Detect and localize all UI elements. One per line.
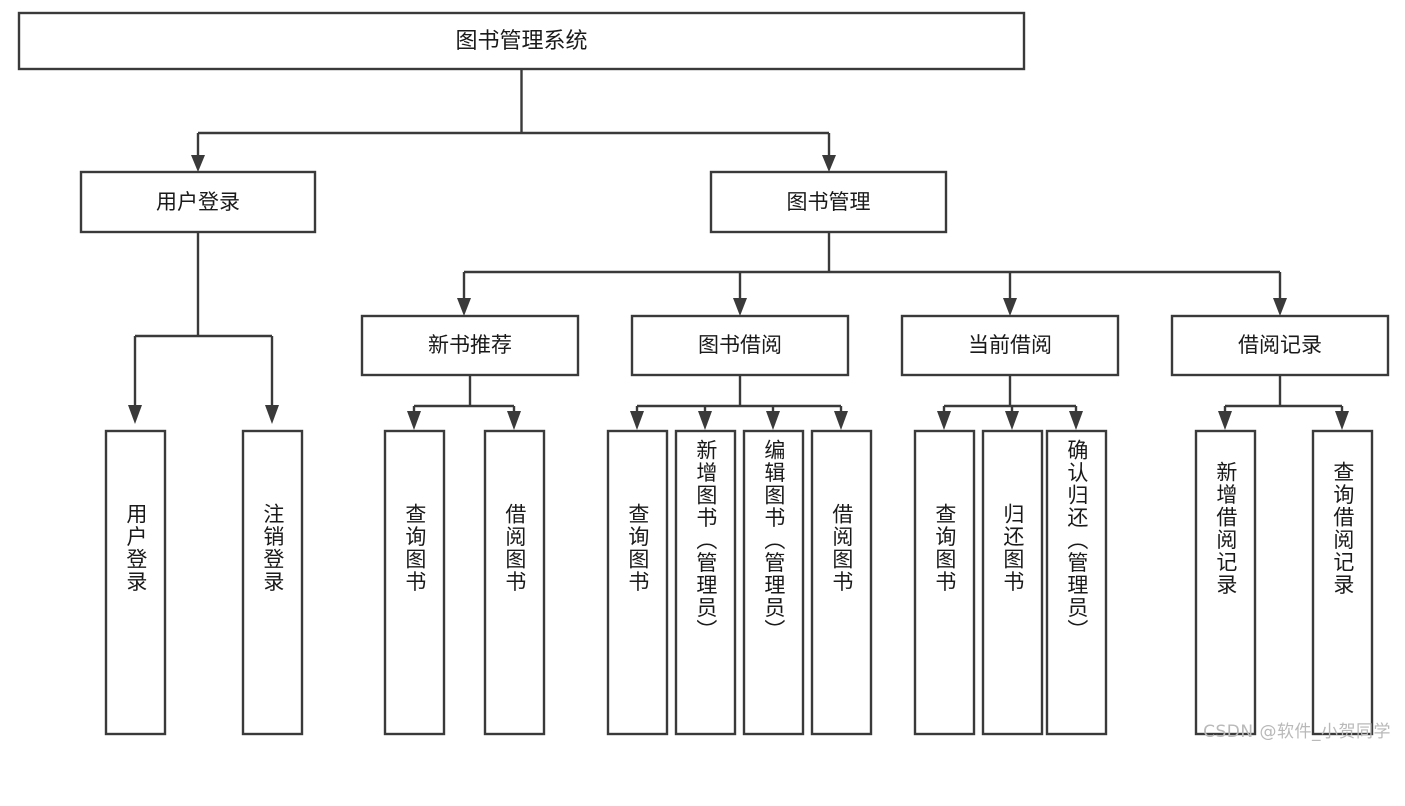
leaf-query-record-box[interactable] (1311, 429, 1374, 736)
arrow-head-book-manage (822, 155, 836, 172)
node-borrow-record-label: 借阅记录 (1238, 333, 1322, 357)
connector-group-book-borrow-to-leaves (630, 375, 848, 430)
node-new-book-recommend-box[interactable] (360, 314, 580, 377)
node-current-borrow-box[interactable] (900, 314, 1120, 377)
leaf-query-book-3-box[interactable] (913, 429, 976, 736)
node-new-book-recommend[interactable]: 新书推荐 (360, 314, 580, 377)
leaf-query-book-1-box[interactable] (383, 429, 446, 736)
node-book-manage-box[interactable] (709, 170, 948, 234)
node-user-login-box[interactable] (79, 170, 317, 234)
leaf-borrow-book-2-box[interactable] (810, 429, 873, 736)
leaf-borrow-book-1-box[interactable] (483, 429, 546, 736)
tree-diagram-canvas: 图书管理系统 用户登录 图书管理 新书推荐 图书借阅 当前借阅 借阅记录 (17, 11, 1390, 736)
node-borrow-record-box[interactable] (1170, 314, 1390, 377)
leaf-query-book-2-box[interactable] (606, 429, 669, 736)
connector-group-current-borrow-to-leaves (937, 375, 1083, 430)
leaf-boxes (104, 429, 1374, 736)
arrow-head-add-record (1218, 411, 1232, 430)
node-book-manage-label: 图书管理 (787, 190, 871, 214)
arrow-head-query-book-1 (407, 411, 421, 430)
node-root-label: 图书管理系统 (455, 29, 587, 54)
node-current-borrow[interactable]: 当前借阅 (900, 314, 1120, 377)
leaf-user-login-box[interactable] (104, 429, 167, 736)
leaf-add-record-box[interactable] (1194, 429, 1257, 736)
node-root-box[interactable] (17, 11, 1026, 71)
arrow-head-borrow-record (1273, 298, 1287, 316)
node-current-borrow-label: 当前借阅 (968, 333, 1052, 357)
node-book-borrow-label: 图书借阅 (698, 333, 782, 357)
node-user-login[interactable]: 用户登录 (79, 170, 317, 234)
arrow-head-user-login (191, 155, 205, 172)
node-new-book-recommend-label: 新书推荐 (428, 333, 512, 357)
csdn-watermark: CSDN @软件_小贺同学 (1203, 722, 1391, 742)
arrow-head-query-book-2 (630, 411, 644, 430)
arrow-head-borrow-book-1 (507, 411, 521, 430)
connector-group-user-login-to-leaves (128, 232, 279, 424)
connector-group-new-book-recommend-to-leaves (407, 375, 521, 430)
arrow-head-confirm-return (1069, 411, 1083, 430)
arrow-head-edit-book (766, 411, 780, 430)
node-book-borrow-box[interactable] (630, 314, 850, 377)
arrow-head-leaf-user-login (128, 405, 142, 424)
leaf-add-book-box[interactable] (674, 429, 737, 736)
connector-group-borrow-record-to-leaves (1218, 375, 1349, 430)
arrow-head-book-borrow (733, 298, 747, 316)
leaf-confirm-return-box[interactable] (1045, 429, 1108, 736)
leaf-edit-book-box[interactable] (742, 429, 805, 736)
connector-group-book-manage-to-level3 (457, 232, 1287, 316)
arrow-head-query-record (1335, 411, 1349, 430)
leaf-return-book-box[interactable] (981, 429, 1044, 736)
node-book-manage[interactable]: 图书管理 (709, 170, 948, 234)
connector-group-root-to-level2 (191, 69, 836, 172)
node-borrow-record[interactable]: 借阅记录 (1170, 314, 1390, 377)
arrow-head-query-book-3 (937, 411, 951, 430)
arrow-head-add-book (698, 411, 712, 430)
node-book-borrow[interactable]: 图书借阅 (630, 314, 850, 377)
node-user-login-label: 用户登录 (156, 190, 240, 214)
node-root[interactable]: 图书管理系统 (17, 11, 1026, 71)
arrow-head-borrow-book-2 (834, 411, 848, 430)
arrow-head-leaf-user-logout (265, 405, 279, 424)
arrow-head-current-borrow (1003, 298, 1017, 316)
functional-structure-diagram: 图书管理系统 用户登录 图书管理 新书推荐 图书借阅 当前借阅 借阅记录 (17, 11, 1391, 742)
leaf-user-logout-box[interactable] (241, 429, 304, 736)
arrow-head-new-book-recommend (457, 298, 471, 316)
arrow-head-return-book (1005, 411, 1019, 430)
